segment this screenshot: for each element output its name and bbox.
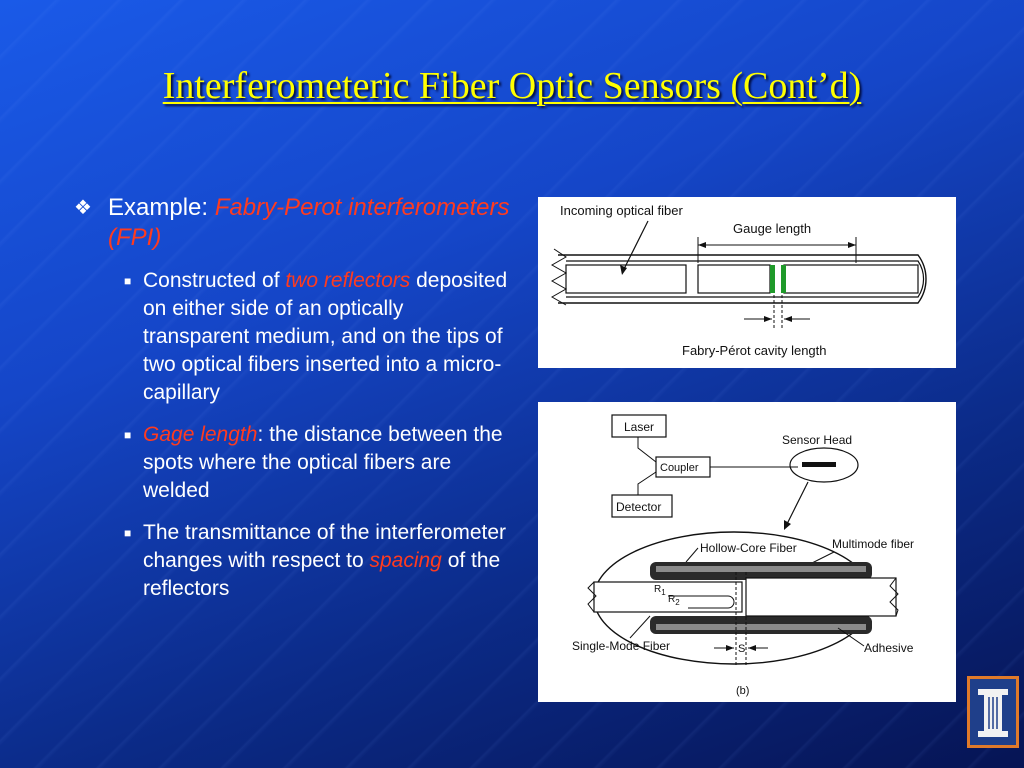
sub-bullet-3: ■ The transmittance of the interferomete… — [124, 519, 514, 603]
fpi-diagram: Incoming optical fiber Gauge length Fabr… — [538, 197, 956, 368]
sub-bullet-1: ■ Constructed of two reflectors deposite… — [124, 267, 514, 407]
sub-bullet-1-text: Constructed of two reflectors deposited … — [143, 267, 514, 407]
r2-label: R2 — [668, 594, 680, 607]
detector-label: Detector — [616, 500, 661, 514]
cavity-length-label: Fabry-Pérot cavity length — [682, 343, 827, 358]
sub3-post: of the reflectors — [143, 549, 501, 600]
sub1-pre: Constructed of — [143, 269, 286, 292]
reflector-right — [781, 265, 786, 293]
single-mode-label: Single-Mode Fiber — [572, 639, 670, 653]
fpi-setup-diagram: Laser Detector Coupler Sensor Head Hollo… — [538, 402, 956, 702]
square-bullet-icon: ■ — [124, 428, 132, 442]
university-column-icon — [967, 676, 1019, 748]
coupler-label: Coupler — [660, 462, 699, 474]
gauge-length-label: Gauge length — [733, 221, 811, 236]
incoming-fiber-label: Incoming optical fiber — [560, 203, 684, 218]
fpi-setup-svg: Laser Detector Coupler Sensor Head Hollo… — [572, 414, 914, 697]
fpi-diagram-svg: Incoming optical fiber Gauge length Fabr… — [550, 203, 927, 358]
spacing-s-label: S — [738, 643, 745, 655]
hollow-core-label: Hollow-Core Fiber — [700, 541, 797, 555]
square-bullet-icon: ■ — [124, 526, 132, 540]
bullet-prefix: Example: — [108, 194, 215, 221]
figure-caption: (b) — [736, 685, 749, 697]
sub2-em: Gage length — [143, 423, 258, 446]
sub-bullet-2: ■ Gage length: the distance between the … — [124, 421, 514, 505]
multimode-label: Multimode fiber — [832, 537, 914, 551]
diamond-four-icon: ❖ — [74, 197, 92, 219]
sub2-post: : the distance between the spots where t… — [143, 423, 503, 502]
sub-bullet-2-text: Gage length: the distance between the sp… — [143, 421, 514, 505]
sub1-post: deposited on either side of an optically… — [143, 269, 508, 404]
sub-bullet-3-text: The transmittance of the interferometer … — [143, 519, 514, 603]
main-bullet-text: Example: Fabry-Perot interferometers (FP… — [108, 193, 514, 253]
slide-body: ❖ Example: Fabry-Perot interferometers (… — [74, 193, 514, 603]
main-bullet: ❖ Example: Fabry-Perot interferometers (… — [74, 193, 514, 253]
sub3-em: spacing — [369, 549, 442, 572]
bullet-highlight: Fabry-Perot interferometers (FPI) — [108, 194, 510, 251]
reflector-left — [770, 265, 775, 293]
sub3-pre: The transmittance of the interferometer … — [143, 521, 506, 572]
slide-title: Interferometeric Fiber Optic Sensors (Co… — [162, 65, 862, 107]
sub1-em: two reflectors — [285, 269, 411, 292]
square-bullet-icon: ■ — [124, 274, 132, 288]
laser-label: Laser — [624, 420, 654, 434]
adhesive-label: Adhesive — [864, 641, 914, 655]
r1-label: R1 — [654, 584, 666, 597]
sensor-head-label: Sensor Head — [782, 433, 852, 447]
